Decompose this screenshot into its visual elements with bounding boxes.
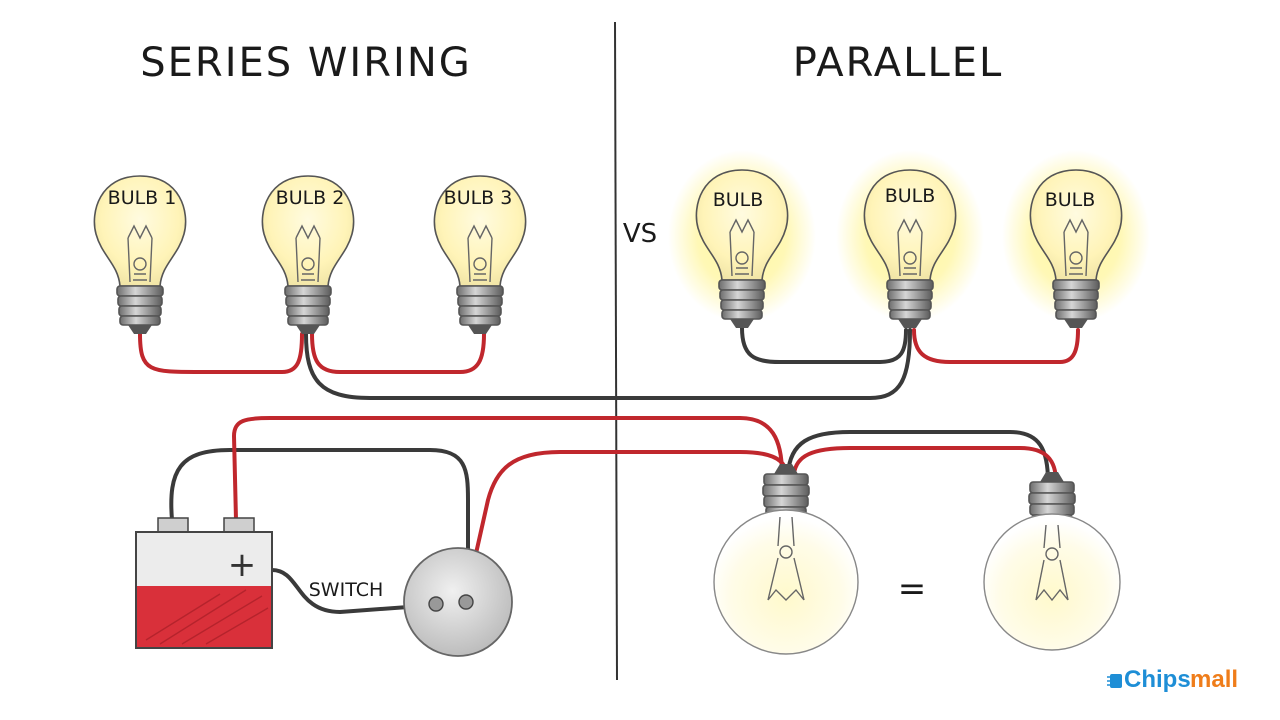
- bulb-label: BULB 2: [276, 187, 345, 209]
- battery-to-switch-wire-black: [169, 448, 470, 600]
- chip-icon: [1107, 674, 1122, 688]
- series-wiring-title: SERIES WIRING: [140, 40, 472, 86]
- switch-to-globe-wire-red: [464, 450, 788, 600]
- battery-to-globe-wire-red: [232, 416, 784, 522]
- switch: [403, 547, 513, 657]
- series-wire-red-2-3: [310, 332, 486, 374]
- series-bulb-2: BULB 2: [261, 175, 355, 335]
- switch-label: SWITCH: [309, 579, 384, 601]
- parallel-bulb-2: BULB: [836, 150, 984, 329]
- series-bulb-1: BULB 1: [93, 175, 187, 335]
- parallel-wire-red-2-3: [912, 328, 1080, 364]
- battery: +: [135, 517, 273, 649]
- series-bulb-3: BULB 3: [433, 175, 527, 335]
- parallel-bulb-1: BULB: [668, 150, 816, 329]
- series-to-parallel-wire-black: [304, 328, 912, 400]
- bulb-label: BULB: [1045, 189, 1096, 211]
- chipsmall-logo: Chips mall: [1104, 666, 1264, 698]
- logo-text-mall: mall: [1190, 666, 1239, 693]
- globe-to-globe-wire-red: [792, 446, 1058, 484]
- series-wire-red-1-2: [138, 332, 304, 374]
- bulb-label: BULB 3: [444, 187, 513, 209]
- bulb-label: BULB: [713, 189, 764, 211]
- bulb-label: BULB: [885, 185, 936, 207]
- equals-sign: =: [898, 569, 927, 609]
- globe-bulb-1: [713, 463, 859, 655]
- vs-label: VS: [623, 219, 657, 249]
- battery-cable-to-switch: [270, 568, 424, 614]
- divider-line: [614, 21, 618, 681]
- parallel-title: PARALLEL: [793, 40, 1004, 86]
- battery-plus-sign: +: [228, 545, 257, 585]
- wires: [138, 326, 1080, 614]
- logo-text-chips: Chips: [1124, 666, 1191, 693]
- parallel-bulb-3: BULB: [1002, 150, 1150, 329]
- globe-to-globe-wire-black: [786, 430, 1050, 484]
- bulb-label: BULB 1: [108, 187, 177, 209]
- globe-bulb-2: [983, 471, 1121, 651]
- parallel-wire-black-1-2: [740, 326, 908, 364]
